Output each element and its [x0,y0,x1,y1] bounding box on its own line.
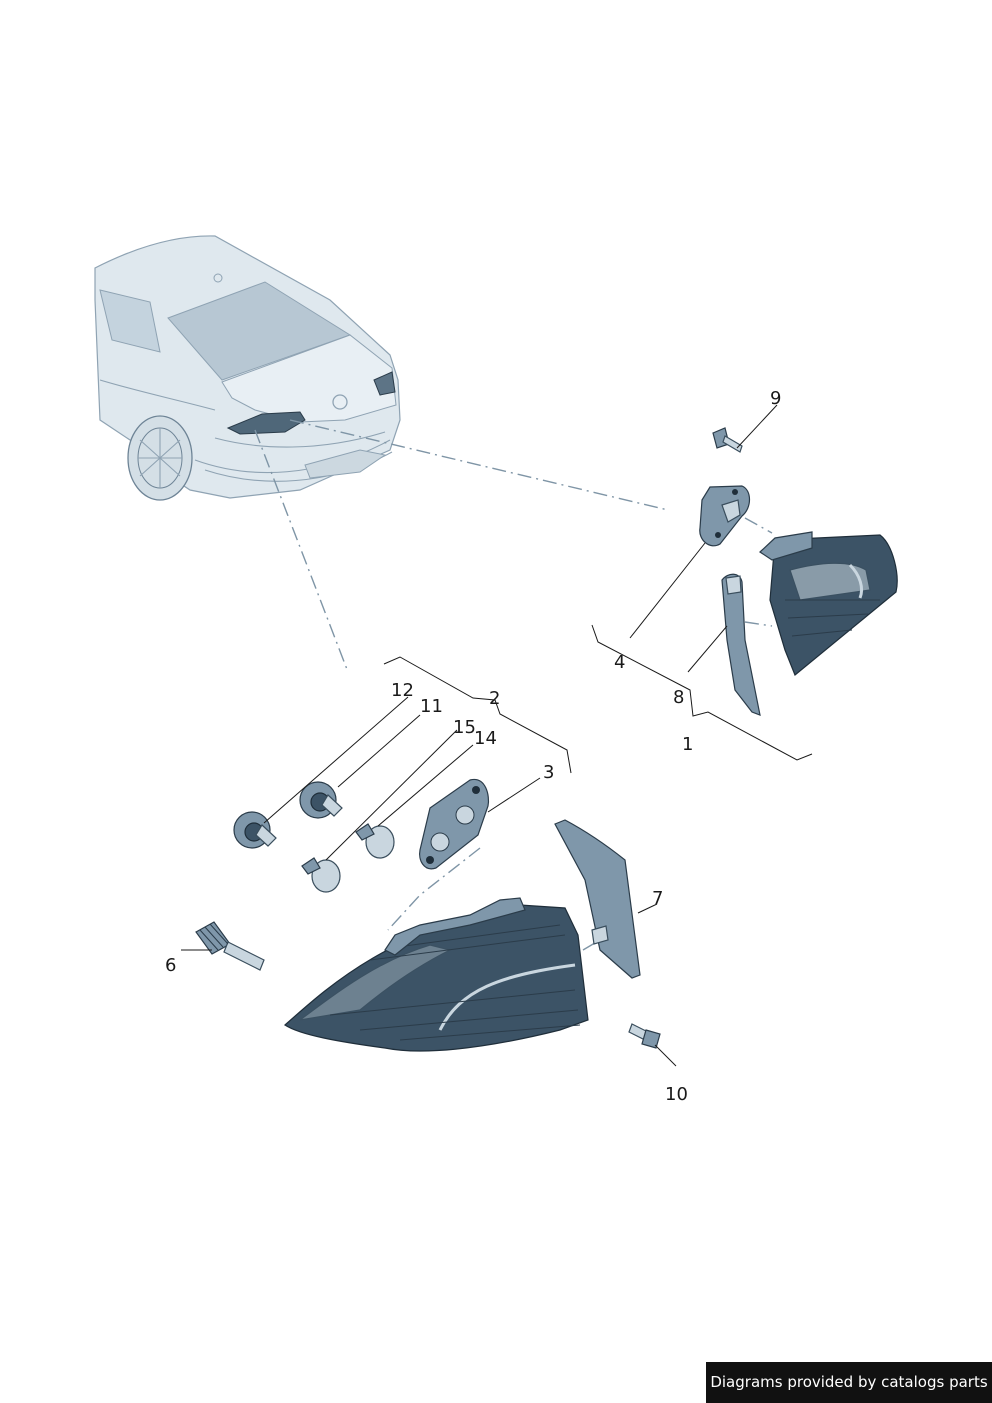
bolt-9 [712,427,743,453]
bulb-14[interactable] [355,823,395,859]
bumper-diffuser [304,449,387,479]
tail-light-outer-2[interactable] [284,897,589,1052]
callout-14: 14 [474,728,497,749]
bracket-group-2 [383,656,572,774]
bulb-holder-plate-4[interactable] [699,485,751,547]
bulb-socket-12[interactable] [233,811,277,849]
callout-8: 8 [673,687,684,708]
side-window [99,289,161,353]
car-rear-illustration [94,235,401,501]
callout-12: 12 [391,680,414,701]
bulb-socket-11[interactable] [299,781,343,819]
callout-1: 1 [682,734,693,755]
tail-light-inner-1[interactable] [759,531,898,676]
callout-2: 2 [489,688,500,709]
callout-15: 15 [453,717,476,738]
watermark-banner: Diagrams provided by catalogs parts [706,1362,992,1403]
callout-leaders [181,404,778,1067]
callout-6: 6 [165,955,176,976]
group-brackets [383,624,813,774]
bulb-15[interactable] [301,857,341,893]
guide-lines [254,419,773,951]
callout-10: 10 [665,1084,688,1105]
bolt-10 [628,1023,661,1049]
callout-7: 7 [652,888,663,909]
callout-3: 3 [543,762,554,783]
adjusting-screw-6 [195,921,265,971]
tail-light-right [373,371,396,396]
callout-labels: 9 4 8 1 12 2 11 15 14 3 7 6 10 [165,388,781,1105]
seal-strip-8[interactable] [721,573,761,716]
trunk-lid [221,334,397,423]
tail-light-left [226,411,306,435]
callout-4: 4 [614,652,625,673]
bracket-group-1 [591,624,813,761]
brand-emblem [332,394,348,410]
callout-11: 11 [420,696,443,717]
cover-7[interactable] [554,819,641,979]
bulb-holder-plate-3[interactable] [419,778,490,870]
callout-9: 9 [770,388,781,409]
